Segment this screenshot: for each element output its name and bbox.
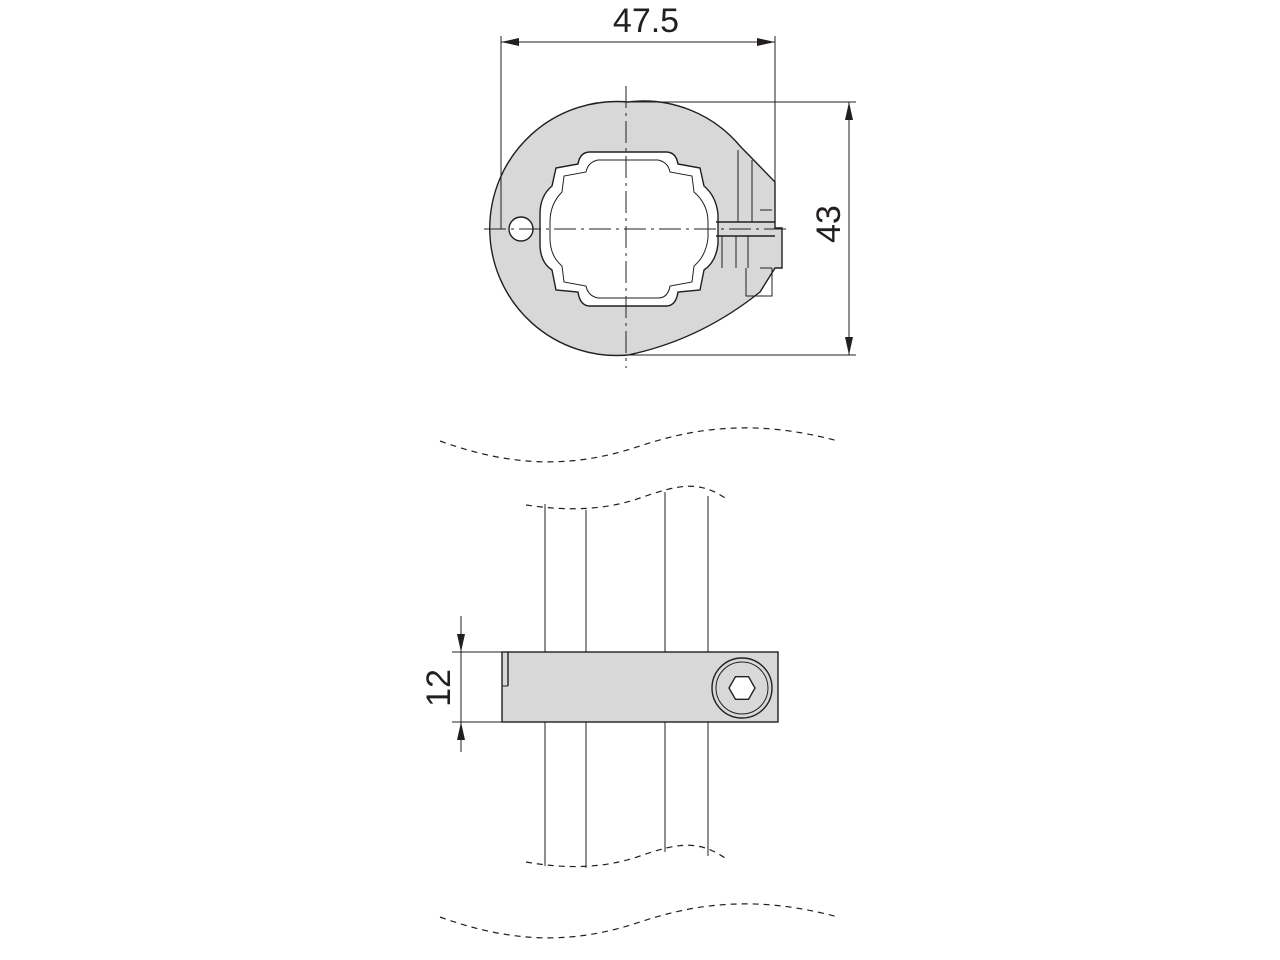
side-view-clamp	[501, 651, 779, 723]
thickness-label: 12	[420, 669, 458, 707]
break-line-bottom-outer	[439, 903, 839, 939]
break-line-top-outer	[439, 427, 839, 463]
dimension-height: 43	[628, 101, 856, 356]
screw-head-inner	[715, 661, 769, 715]
break-line-top-inner	[525, 485, 729, 510]
screw-hidden-lines	[721, 150, 773, 297]
break-line-bottom-inner	[525, 844, 729, 868]
dimension-thickness: 12	[420, 616, 502, 752]
height-label: 43	[810, 205, 848, 243]
dimension-width: 47.5	[500, 2, 776, 229]
clamp-bore-inner	[549, 159, 709, 299]
top-view-clamp	[484, 86, 790, 368]
width-label: 47.5	[613, 2, 679, 40]
hex-socket-icon	[728, 676, 756, 700]
